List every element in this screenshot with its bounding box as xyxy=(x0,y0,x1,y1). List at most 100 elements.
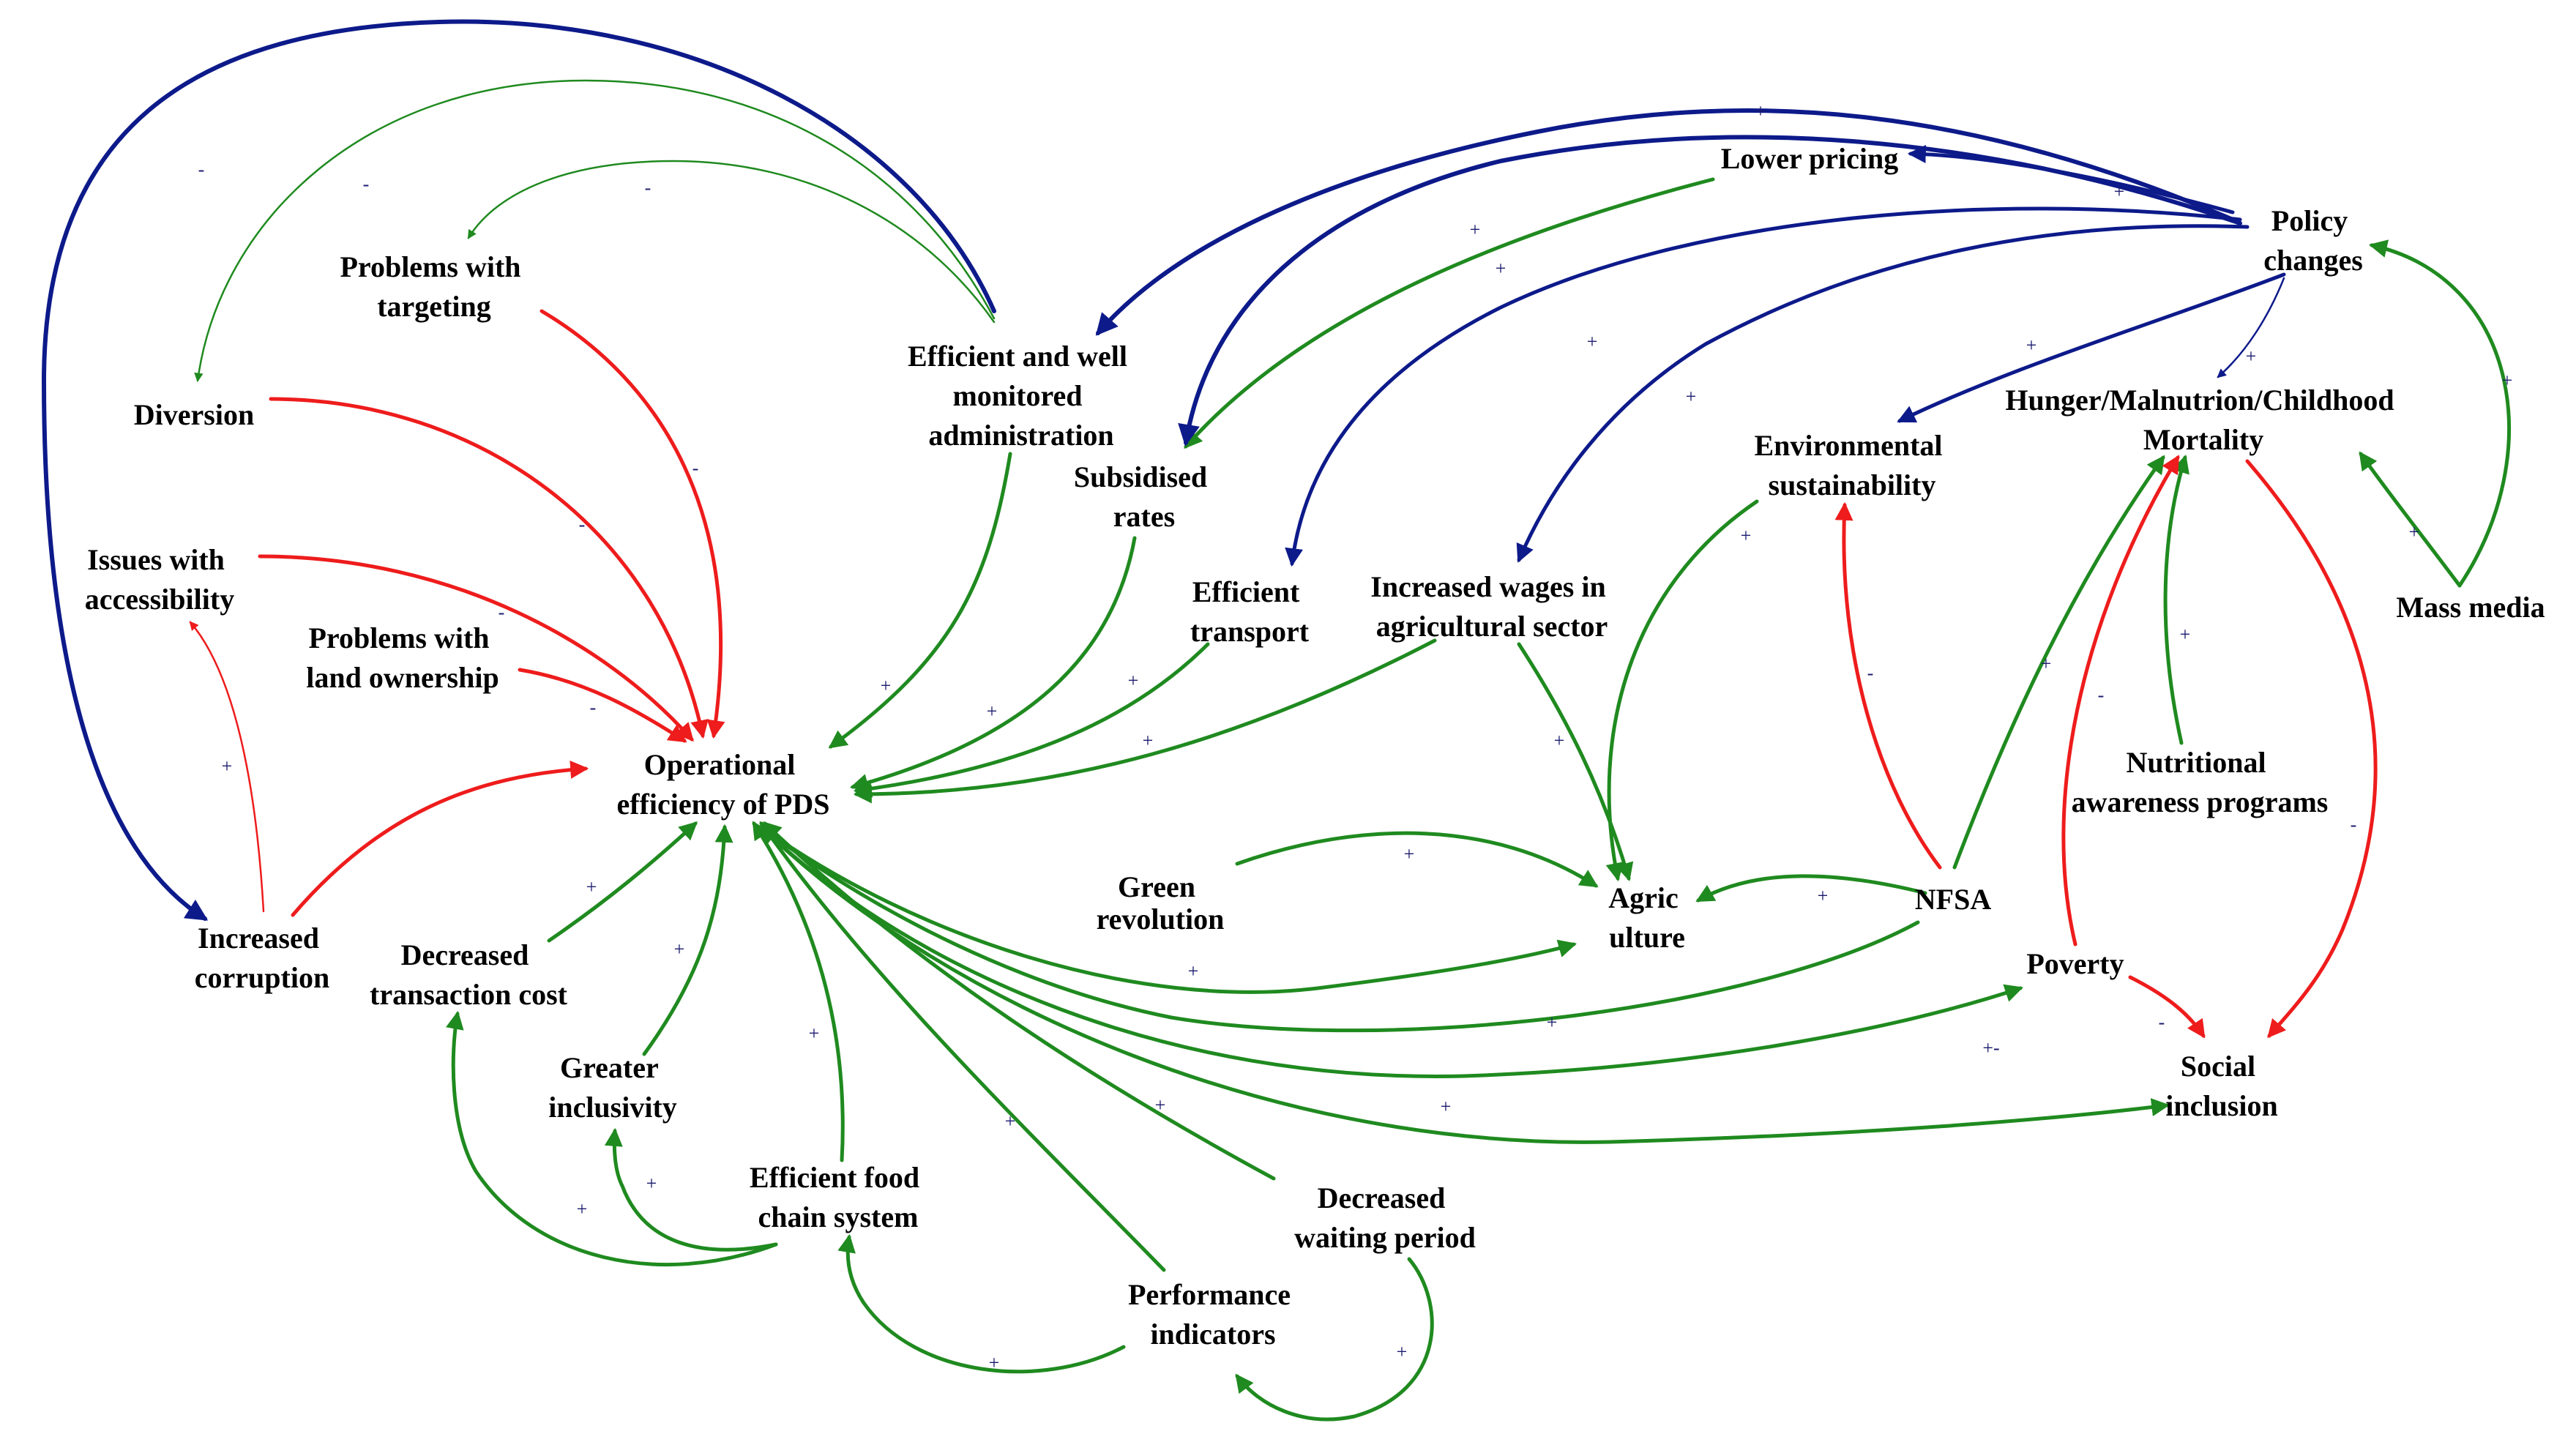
link-access-to-ope xyxy=(258,554,694,742)
node-label-line: Policy xyxy=(2271,204,2348,237)
sign-foodchain-to-transaction: + xyxy=(577,1198,588,1220)
link-massmedia-to-policy xyxy=(2368,239,2511,588)
link-foodchain-to-inclusivity xyxy=(604,1127,778,1252)
links-layer xyxy=(41,19,2511,1422)
node-label-line: Problems with xyxy=(340,250,520,283)
sign-massmedia-to-hunger: + xyxy=(2409,521,2420,542)
node-label-line: chain system xyxy=(758,1200,919,1233)
link-poverty-to-hunger xyxy=(2061,455,2180,946)
node-agriculture: Agric ulture xyxy=(1608,881,1686,954)
node-nfsa: NFSA xyxy=(1915,883,1992,916)
link-admin-to-corruption xyxy=(41,19,996,921)
sign-admin-to-diversion: - xyxy=(363,173,370,195)
node-policy-changes: Policy changes xyxy=(2263,204,2363,277)
node-label-line: rates xyxy=(1113,500,1175,533)
node-lower-pricing: Lower pricing xyxy=(1721,142,1899,175)
sign-nfsa-to-agriculture: + xyxy=(1818,885,1829,906)
node-label-line: efficiency of PDS xyxy=(616,788,829,821)
node-mass-media: Mass media xyxy=(2396,591,2545,624)
link-diversion-to-ope xyxy=(269,397,709,739)
link-admin-to-ope xyxy=(828,452,1012,749)
node-label-line: Increased xyxy=(198,922,319,955)
node-issues-accessibility: Issues with accessibility xyxy=(85,543,234,616)
sign-nfsa-to-ope: + xyxy=(1547,1012,1558,1033)
sign-policy-to-lowerpricing: + xyxy=(1755,100,1766,122)
sign-nutrition-to-hunger: + xyxy=(2180,624,2191,645)
link-nutrition-to-hunger xyxy=(2163,455,2189,745)
node-label-line: Environmental xyxy=(1754,429,1942,462)
sign-land-to-ope: - xyxy=(590,697,597,718)
node-efficient-transport: Efficient transport xyxy=(1190,575,1310,648)
link-policy-to-subsidised xyxy=(1178,135,2242,447)
node-label-line: Hunger/Malnutrion/Childhood xyxy=(2005,384,2394,417)
polarity-signs: - - - - - - - + + + + + + + + + + + + + … xyxy=(198,100,2513,1373)
node-label-line: Mass media xyxy=(2396,591,2545,624)
node-green-revolution: Green revolution xyxy=(1097,870,1225,936)
sign-access-to-ope: - xyxy=(499,602,505,623)
sign-diversion-to-ope: - xyxy=(579,514,586,535)
link-waiting-to-ope xyxy=(762,821,1276,1181)
node-social-inclusion: Social inclusion xyxy=(2165,1050,2277,1122)
sign-waiting-to-ope: + xyxy=(1155,1094,1166,1116)
link-corruption-to-access xyxy=(189,621,265,913)
sign-nfsa-to-hunger: + xyxy=(2041,653,2052,674)
node-label-line: changes xyxy=(2263,244,2363,277)
node-nutritional-awareness: Nutritional awareness programs xyxy=(2072,746,2329,818)
node-label-line: Operational xyxy=(644,748,796,781)
node-label-line: transaction cost xyxy=(370,978,568,1011)
sign-policy-to-admin: + xyxy=(2114,181,2125,202)
link-corruption-to-ope xyxy=(291,760,589,917)
node-label-line: Subsidised xyxy=(1074,460,1207,493)
sign-poverty-to-social: - xyxy=(2159,1012,2165,1033)
node-diversion: Diversion xyxy=(134,398,254,431)
sign-policy-to-hunger: + xyxy=(2246,346,2257,367)
link-targeting-to-ope xyxy=(540,309,725,739)
node-label-line: inclusivity xyxy=(548,1091,677,1124)
link-inclusivity-to-ope xyxy=(642,824,733,1056)
node-decreased-waiting: Decreased waiting period xyxy=(1294,1181,1476,1254)
sign-waiting-to-performance: + xyxy=(1397,1341,1408,1362)
node-label-line: Efficient and well xyxy=(908,340,1127,373)
sign-policy-to-transport: + xyxy=(1587,331,1598,352)
node-label-line: Lower pricing xyxy=(1721,142,1899,175)
node-label-line: Increased wages in xyxy=(1370,570,1605,603)
node-subsidised-rates: Subsidised rates xyxy=(1074,460,1214,533)
node-label-line: Greater xyxy=(560,1051,658,1084)
link-performance-to-foodchain xyxy=(837,1233,1126,1374)
node-label-line: Green xyxy=(1118,870,1195,903)
sign-environment-to-agriculture: + xyxy=(1741,525,1752,546)
sign-policy-to-wages: + xyxy=(1686,386,1697,407)
link-admin-to-targeting xyxy=(467,160,996,324)
link-ope-to-social xyxy=(759,825,2170,1144)
link-environment-to-agriculture xyxy=(1605,499,1759,882)
link-transaction-to-ope xyxy=(547,821,698,943)
node-label-line: ulture xyxy=(1609,921,1685,954)
node-greater-inclusivity: Greater inclusivity xyxy=(548,1051,677,1124)
node-label-line: Nutritional xyxy=(2126,746,2266,779)
node-label-line: Decreased xyxy=(1318,1181,1446,1214)
link-ope-to-poverty xyxy=(759,825,2023,1078)
sign-targeting-to-ope: - xyxy=(692,458,699,479)
sign-subsidised-to-ope: + xyxy=(987,701,998,722)
sign-admin-to-corruption: - xyxy=(198,159,205,180)
node-decreased-transaction: Decreased transaction cost xyxy=(370,938,568,1011)
link-subsidised-to-ope xyxy=(849,536,1137,792)
link-policy-to-admin xyxy=(1095,108,2235,336)
sign-green-to-agriculture: + xyxy=(1404,843,1415,864)
sign-foodchain-to-inclusivity: + xyxy=(646,1173,657,1194)
nodes-layer: Operational efficiency of PDS Problems w… xyxy=(85,142,2545,1351)
node-label-line: sustainability xyxy=(1769,468,1936,501)
sign-nfsa-to-environment: - xyxy=(1867,662,1874,684)
link-policy-to-hunger xyxy=(2217,277,2285,378)
sign-performance-to-ope: + xyxy=(1005,1110,1016,1132)
link-policy-to-wages xyxy=(1516,224,2250,563)
node-label-line: inclusion xyxy=(2165,1089,2277,1122)
node-label-line: Social xyxy=(2181,1050,2255,1083)
sign-lowerpricing-to-subsidised: + xyxy=(1496,258,1507,279)
link-ope-to-agriculture xyxy=(759,825,1578,994)
node-label-line: revolution xyxy=(1097,903,1225,936)
node-environmental-sustainability: Environmental sustainability xyxy=(1754,429,1949,501)
sign-ope-to-poverty: +- xyxy=(1982,1037,1999,1058)
link-poverty-to-social xyxy=(2128,975,2206,1039)
